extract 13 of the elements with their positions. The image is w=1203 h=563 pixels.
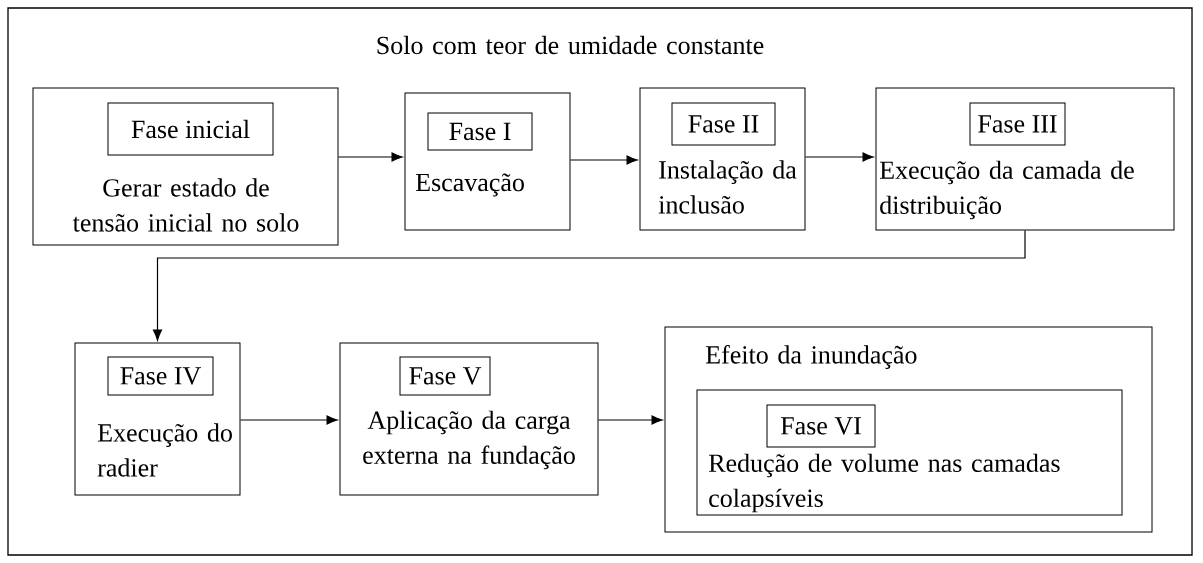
arrow [239, 415, 338, 425]
arrow [569, 155, 638, 165]
phase-label-box: Fase III [969, 102, 1066, 146]
arrow [152, 229, 1026, 341]
phase-label-box: Fase IV [107, 356, 214, 396]
arrow [337, 152, 403, 162]
phase-label-box: Fase VI [766, 404, 876, 448]
phase-label-box: Fase I [427, 112, 533, 151]
arrow [597, 415, 663, 425]
phase-label-box: Fase II [671, 102, 776, 146]
phase-label-box: Fase inicial [107, 102, 274, 156]
arrow [804, 152, 874, 162]
phase-label-box: Fase V [399, 356, 491, 396]
